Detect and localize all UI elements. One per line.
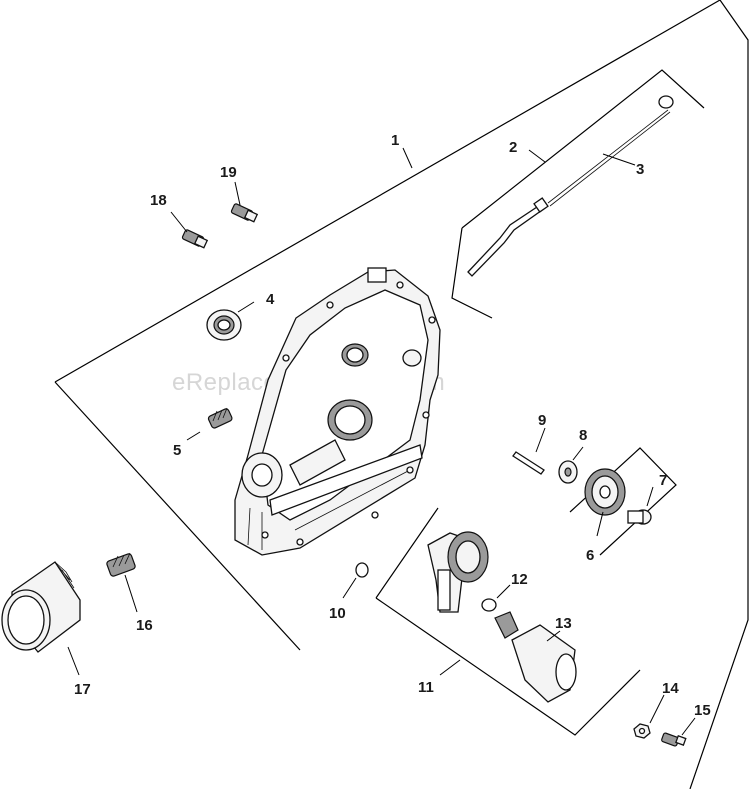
callout-13: 13 xyxy=(555,615,572,632)
callout-3: 3 xyxy=(636,161,644,178)
oil-filter-part xyxy=(1,561,81,653)
oil-pump-part xyxy=(427,531,489,613)
nut-part xyxy=(633,723,651,739)
callout-14: 14 xyxy=(662,680,679,697)
callout-9: 9 xyxy=(538,412,546,429)
washer-part xyxy=(558,460,578,484)
group-bracket-dipstick xyxy=(451,227,493,319)
callout-16: 16 xyxy=(136,617,153,634)
callout-1: 1 xyxy=(391,132,399,149)
callout-8: 8 xyxy=(579,427,587,444)
pin-part xyxy=(512,451,545,475)
gear-pin-part xyxy=(627,509,652,525)
callout-18: 18 xyxy=(150,192,167,209)
callout-6: 6 xyxy=(586,547,594,564)
dipstick-part xyxy=(547,95,674,207)
callout-19: 19 xyxy=(220,164,237,181)
bolt-18-part xyxy=(181,229,209,249)
group-bracket-pump xyxy=(375,507,439,599)
oil-seal-part xyxy=(206,309,242,341)
plug-part xyxy=(207,407,233,429)
bolt-19-part xyxy=(230,203,259,223)
callout-11: 11 xyxy=(418,679,434,696)
o-ring-10-part xyxy=(355,562,369,578)
group-bracket-dipstick-top xyxy=(461,69,705,229)
fitting-part xyxy=(106,552,136,577)
pickup-screen-part xyxy=(494,611,577,703)
group-bracket-main xyxy=(54,0,749,789)
leader-lines xyxy=(67,147,696,736)
closure-plate-part xyxy=(234,267,441,556)
callout-2: 2 xyxy=(509,139,517,156)
o-ring-12-part xyxy=(481,598,497,612)
bolt-15-part xyxy=(661,732,687,747)
callout-5: 5 xyxy=(173,442,181,459)
callout-15: 15 xyxy=(694,702,711,719)
callout-4: 4 xyxy=(266,291,275,308)
group-bracket-pump-bottom xyxy=(375,597,641,736)
callout-10: 10 xyxy=(329,605,346,622)
callout-17: 17 xyxy=(74,681,91,698)
governor-gear-part xyxy=(584,468,626,516)
callout-7: 7 xyxy=(659,472,667,489)
callout-12: 12 xyxy=(511,571,528,588)
dipstick-tube-part xyxy=(467,197,549,277)
